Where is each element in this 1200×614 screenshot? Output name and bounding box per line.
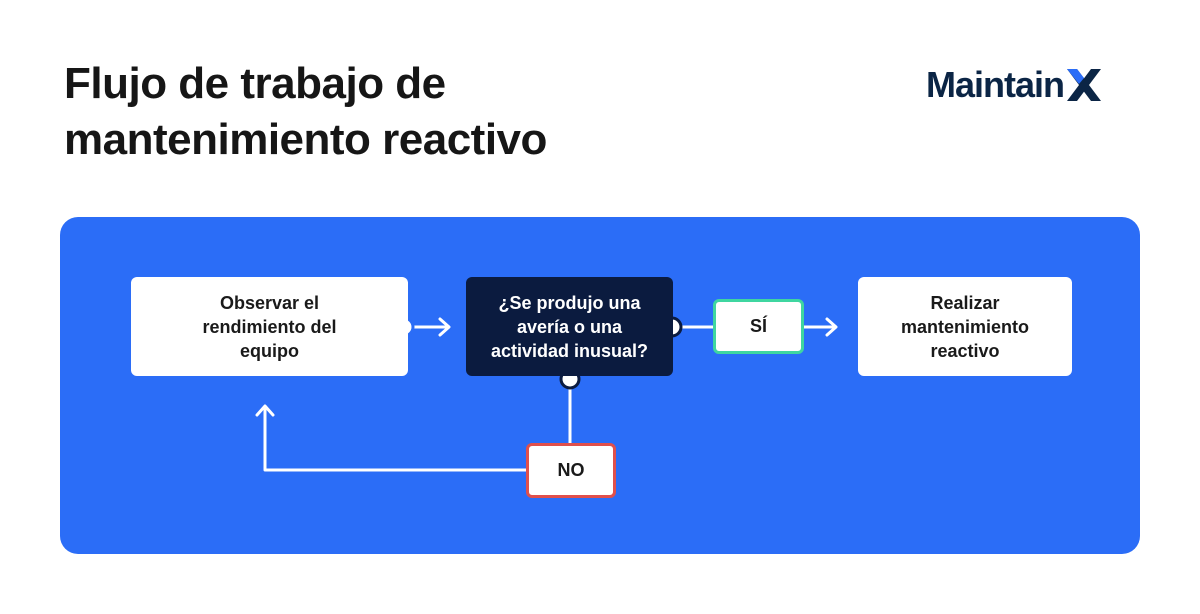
logo-x-mark-icon	[1067, 69, 1102, 101]
title-line-1: Flujo de trabajo de	[64, 59, 446, 108]
arrow-yes-to-action	[803, 317, 838, 337]
step-action-text: Realizar mantenimiento reactivo	[900, 292, 1029, 361]
decision-text: ¿Se produjo una avería o una actividad i…	[490, 292, 649, 361]
step-observe-box: Observar el rendimiento del equipo	[131, 277, 408, 376]
step-action-box: Realizar mantenimiento reactivo	[858, 277, 1072, 376]
no-label: NO	[557, 460, 585, 480]
step-observe-text: Observar el rendimiento del equipo	[202, 292, 337, 361]
no-label-box: NO	[526, 443, 616, 498]
maintainx-logo: Maintain	[926, 62, 1102, 108]
page-title: Flujo de trabajo de mantenimiento reacti…	[64, 56, 764, 168]
arrow-no-to-observe	[255, 404, 528, 472]
yes-label-box: SÍ	[713, 299, 804, 354]
decision-box: ¿Se produjo una avería o una actividad i…	[466, 277, 673, 376]
logo-text: Maintain	[926, 64, 1065, 105]
yes-label: SÍ	[749, 316, 767, 336]
title-line-2: mantenimiento reactivo	[64, 115, 547, 164]
connector-decision-to-no	[559, 368, 581, 445]
